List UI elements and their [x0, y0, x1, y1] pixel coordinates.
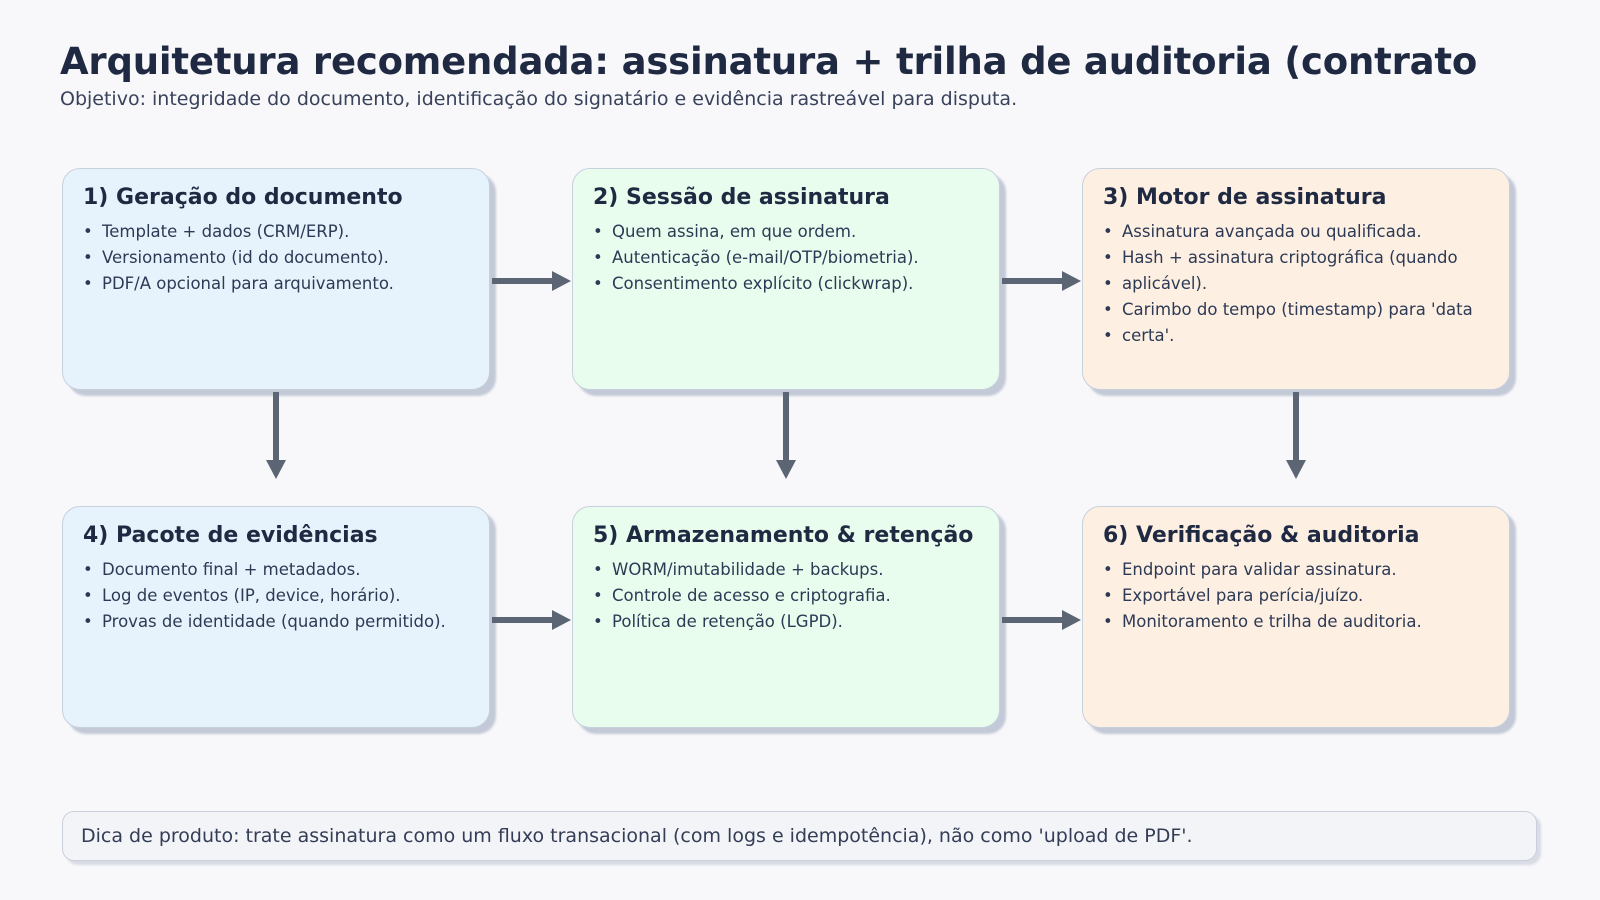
- bullet-line: • Template + dados (CRM/ERP).: [83, 222, 469, 248]
- bullet-line: • Provas de identidade (quando permitido)…: [83, 612, 469, 638]
- bullet-icon: •: [593, 586, 603, 605]
- bullet-icon: •: [1103, 300, 1113, 319]
- arrow-down-2-to-5: [776, 392, 796, 479]
- flow-box-2-sessao-de-assinatura: 2) Sessão de assinatura • Quem assina, em…: [572, 168, 1000, 390]
- bullet-line: • Monitoramento e trilha de auditoria.: [1103, 612, 1489, 638]
- bullet-line: • Log de eventos (IP, device, horário).: [83, 586, 469, 612]
- bullet-text: certa'.: [1122, 326, 1175, 345]
- bullet-line: • Versionamento (id do documento).: [83, 248, 469, 274]
- bullet-line: • Política de retenção (LGPD).: [593, 612, 979, 638]
- bullet-icon: •: [593, 560, 603, 579]
- page-subtitle: Objetivo: integridade do documento, iden…: [60, 88, 1018, 110]
- bullet-icon: •: [1103, 586, 1113, 605]
- bullet-text: Versionamento (id do documento).: [102, 248, 389, 267]
- arrow-right-2-to-3: [1002, 271, 1081, 291]
- bullet-line: • WORM/imutabilidade + backups.: [593, 560, 979, 586]
- bullet-text: Hash + assinatura criptográfica (quando: [1122, 248, 1458, 267]
- bullet-line: • Assinatura avançada ou qualificada.: [1103, 222, 1489, 248]
- bullet-icon: •: [1103, 326, 1113, 345]
- flow-box-4-pacote-de-evidencias: 4) Pacote de evidências • Documento final…: [62, 506, 490, 728]
- arrow-right-5-to-6: [1002, 610, 1081, 630]
- bullet-text: Endpoint para validar assinatura.: [1122, 560, 1397, 579]
- bullet-text: Provas de identidade (quando permitido).: [102, 612, 446, 631]
- bullet-icon: •: [593, 274, 603, 293]
- bullet-icon: •: [83, 612, 93, 631]
- bullet-line: • Exportável para perícia/juízo.: [1103, 586, 1489, 612]
- bullet-line: • aplicável).: [1103, 274, 1489, 300]
- box-title: 3) Motor de assinatura: [1103, 185, 1387, 210]
- arrow-right-1-to-2: [492, 271, 571, 291]
- bullet-line: • Quem assina, em que ordem.: [593, 222, 979, 248]
- bullet-text: Template + dados (CRM/ERP).: [102, 222, 350, 241]
- box-title: 6) Verificação & auditoria: [1103, 523, 1420, 548]
- bullet-icon: •: [593, 248, 603, 267]
- bullet-text: Documento final + metadados.: [102, 560, 361, 579]
- flow-box-1-geracao-do-documento: 1) Geração do documento • Template + dado…: [62, 168, 490, 390]
- arrow-down-3-to-6: [1286, 392, 1306, 479]
- flow-box-5-armazenamento-retencao: 5) Armazenamento & retenção • WORM/imutab…: [572, 506, 1000, 728]
- bullet-line: • Hash + assinatura criptográfica (quando: [1103, 248, 1489, 274]
- product-tip-note: Dica de produto: trate assinatura como u…: [62, 811, 1537, 861]
- bullet-text: Consentimento explícito (clickwrap).: [612, 274, 914, 293]
- flow-box-6-verificacao-auditoria: 6) Verificação & auditoria • Endpoint par…: [1082, 506, 1510, 728]
- box-title: 2) Sessão de assinatura: [593, 185, 890, 210]
- box-title: 1) Geração do documento: [83, 185, 403, 210]
- product-tip-text: Dica de produto: trate assinatura como u…: [81, 825, 1193, 847]
- bullet-text: Log de eventos (IP, device, horário).: [102, 586, 401, 605]
- page-title: Arquitetura recomendada: assinatura + tr…: [60, 40, 1478, 83]
- bullet-line: • Endpoint para validar assinatura.: [1103, 560, 1489, 586]
- bullet-line: • Carimbo do tempo (timestamp) para 'data: [1103, 300, 1489, 326]
- bullet-line: • Consentimento explícito (clickwrap).: [593, 274, 979, 300]
- bullet-text: WORM/imutabilidade + backups.: [612, 560, 884, 579]
- flow-box-3-motor-de-assinatura: 3) Motor de assinatura • Assinatura avanç…: [1082, 168, 1510, 390]
- bullet-text: Carimbo do tempo (timestamp) para 'data: [1122, 300, 1473, 319]
- bullet-text: Monitoramento e trilha de auditoria.: [1122, 612, 1422, 631]
- bullet-text: Controle de acesso e criptografia.: [612, 586, 891, 605]
- bullet-icon: •: [83, 222, 93, 241]
- bullet-text: Quem assina, em que ordem.: [612, 222, 857, 241]
- arrow-right-4-to-5: [492, 610, 571, 630]
- arrow-down-1-to-4: [266, 392, 286, 479]
- bullet-text: PDF/A opcional para arquivamento.: [102, 274, 394, 293]
- box-title: 5) Armazenamento & retenção: [593, 523, 974, 548]
- bullet-line: • Controle de acesso e criptografia.: [593, 586, 979, 612]
- bullet-line: • PDF/A opcional para arquivamento.: [83, 274, 469, 300]
- bullet-text: Política de retenção (LGPD).: [612, 612, 843, 631]
- bullet-line: • Autenticação (e-mail/OTP/biometria).: [593, 248, 979, 274]
- bullet-icon: •: [1103, 248, 1113, 267]
- bullet-icon: •: [83, 586, 93, 605]
- bullet-text: aplicável).: [1122, 274, 1208, 293]
- bullet-icon: •: [1103, 274, 1113, 293]
- bullet-icon: •: [83, 560, 93, 579]
- bullet-text: Assinatura avançada ou qualificada.: [1122, 222, 1422, 241]
- bullet-icon: •: [1103, 612, 1113, 631]
- bullet-icon: •: [1103, 560, 1113, 579]
- bullet-icon: •: [83, 248, 93, 267]
- bullet-icon: •: [593, 612, 603, 631]
- bullet-text: Exportável para perícia/juízo.: [1122, 586, 1364, 605]
- bullet-text: Autenticação (e-mail/OTP/biometria).: [612, 248, 919, 267]
- bullet-icon: •: [83, 274, 93, 293]
- bullet-icon: •: [1103, 222, 1113, 241]
- bullet-line: • Documento final + metadados.: [83, 560, 469, 586]
- box-title: 4) Pacote de evidências: [83, 523, 378, 548]
- bullet-icon: •: [593, 222, 603, 241]
- bullet-line: • certa'.: [1103, 326, 1489, 352]
